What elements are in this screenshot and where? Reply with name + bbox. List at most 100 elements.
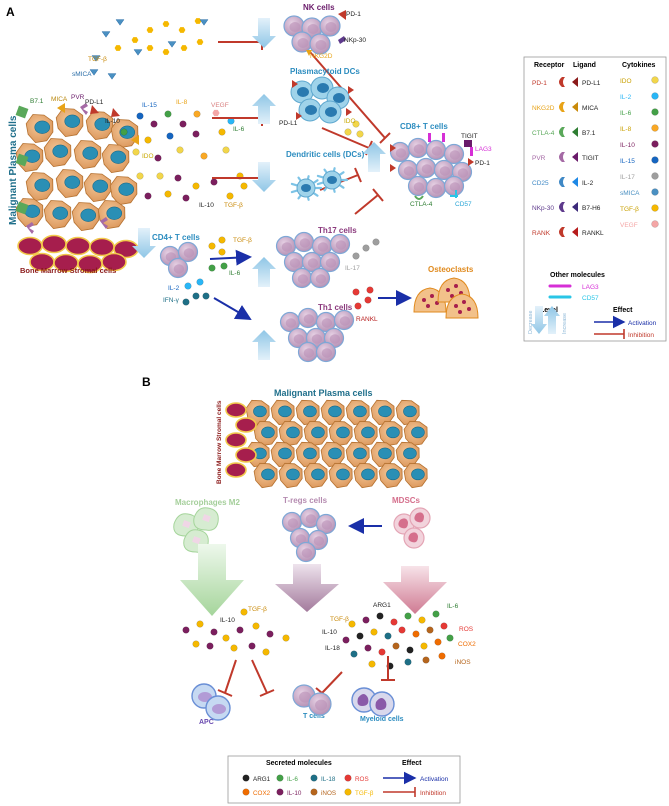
molecule-dot xyxy=(418,616,426,624)
plasma-nucleus xyxy=(403,405,417,418)
molecule-dot xyxy=(192,292,200,300)
molecule-dot xyxy=(218,128,226,136)
osteoclast-nucleus xyxy=(430,294,434,298)
stromal-cell xyxy=(65,236,91,256)
b-cox2-label: COX2 xyxy=(458,641,476,648)
plasma-nucleus xyxy=(378,447,392,460)
legend-receptor-6: RANK xyxy=(532,230,551,237)
b-il10b-label: IL-10 xyxy=(322,629,337,636)
plasma-nucleus xyxy=(311,426,325,439)
molecule-dot xyxy=(370,628,378,636)
smica-triangle xyxy=(91,55,101,62)
legend-a-cytokines-header: Cytokines xyxy=(622,62,656,69)
cytokine-hex xyxy=(114,45,122,51)
plasma-nucleus xyxy=(34,178,51,192)
a-level-arrows xyxy=(132,18,386,360)
pdc-pdl1-label: PD-L1 xyxy=(279,120,298,127)
molecule-dot xyxy=(350,650,358,658)
plasma-nucleus xyxy=(403,447,417,460)
legend-cytokine-7: sMICA xyxy=(620,190,640,197)
molecule-dot xyxy=(174,174,182,182)
legend-activation-label: Activation xyxy=(628,320,657,327)
plasma-nucleus xyxy=(80,208,97,222)
b-inos-label: iNOS xyxy=(455,659,471,666)
lymphocyte-nucleus xyxy=(295,534,307,544)
mdsc-nucleus xyxy=(398,518,408,529)
dc-cluster xyxy=(290,167,349,201)
a-pvr-label: PVR xyxy=(71,94,85,101)
lymphocyte-nucleus xyxy=(431,146,443,156)
molecule-dot xyxy=(240,608,248,616)
molecule-dot xyxy=(196,278,204,286)
molecule-dot xyxy=(226,192,234,200)
molecule-dot xyxy=(651,204,659,212)
lymphocyte-nucleus xyxy=(457,168,469,178)
lymphocyte-nucleus xyxy=(403,166,415,176)
molecule-dot xyxy=(276,788,284,796)
legend-receptor-shape-4 xyxy=(559,177,565,187)
apc-nucleus xyxy=(212,704,226,714)
pdc-nucleus xyxy=(317,83,329,93)
molecule-dot xyxy=(344,788,352,796)
molecule-dot xyxy=(432,610,440,618)
legend-receptor-shape-1 xyxy=(559,102,565,112)
legend-receptor-shape-6 xyxy=(559,227,565,237)
cd4-activation-arrows xyxy=(209,249,252,321)
cd8-pd1 xyxy=(390,144,396,152)
pdc-nucleus xyxy=(333,93,345,103)
osteoclast-nucleus xyxy=(454,284,458,288)
th17-increase-arrow xyxy=(252,257,276,287)
plasma-nucleus xyxy=(411,468,425,481)
dc-title: Dendritic cells (DCs) xyxy=(286,150,365,159)
legend-cytokine-2: IL-6 xyxy=(620,110,632,117)
osteo-title: Osteoclasts xyxy=(428,265,474,274)
pdc-title: Plasmacytoid DCs xyxy=(290,67,360,76)
lymphocyte-nucleus xyxy=(303,348,315,358)
cd4-tgfb-label: TGF-β xyxy=(233,237,252,244)
b-target-cells xyxy=(191,683,395,721)
mdsc-nucleus xyxy=(408,532,418,543)
b-il10-label: IL-10 xyxy=(220,617,235,624)
plasma-nucleus xyxy=(386,468,400,481)
stromal-cell xyxy=(235,417,257,433)
legend-b-item-6: iNOS xyxy=(321,790,336,797)
molecule-dot xyxy=(230,644,238,652)
molecule-dot xyxy=(266,630,274,638)
stromal-cell xyxy=(101,252,127,272)
legend-receptor-5: NKp-30 xyxy=(532,205,554,212)
smica-triangle xyxy=(115,19,125,26)
cd8-ctla4 xyxy=(414,195,424,200)
pdc-pdl1 xyxy=(348,86,354,94)
legend-b-item-4: COX2 xyxy=(253,790,271,797)
macrophage-inclusion xyxy=(192,536,201,545)
a-smica-label: sMICA xyxy=(72,71,92,78)
legend-receptor-2: CTLA-4 xyxy=(532,130,555,137)
panel-b-letter: B xyxy=(142,375,151,389)
molecule-dot xyxy=(164,190,172,198)
plasma-nucleus xyxy=(328,405,342,418)
molecule-dot xyxy=(390,618,398,626)
molecule-dot xyxy=(182,298,190,306)
nk-nkp30-receptor xyxy=(338,36,346,44)
lymphocyte-nucleus xyxy=(297,274,309,284)
cd8-ctla4-label: CTLA-4 xyxy=(410,201,433,208)
a-il8-label: IL-8 xyxy=(176,99,188,106)
molecule-dot xyxy=(651,156,659,164)
molecule-dot xyxy=(242,774,250,782)
legend-receptor-4: CD25 xyxy=(532,180,549,187)
legend-a-cytokine-list: IDOIL-2IL-6IL-8IL-10IL-15IL-17sMICATGF-β… xyxy=(620,76,659,229)
lymphocyte-nucleus xyxy=(315,40,327,50)
pdc-nucleus xyxy=(305,105,317,115)
pdc-pdl1 xyxy=(296,112,302,120)
legend-a-effect-title: Effect xyxy=(613,307,633,314)
plasma-nucleus xyxy=(92,179,109,193)
th1-cluster xyxy=(279,307,355,363)
molecule-dot xyxy=(364,296,372,304)
lymphocyte-nucleus xyxy=(305,514,317,524)
b71-ligand xyxy=(15,201,29,215)
molecule-dot xyxy=(262,648,270,656)
nk-pd1-receptor xyxy=(338,10,346,20)
legend-ligand-shape-5 xyxy=(572,202,578,212)
cd8-increase-arrow xyxy=(362,142,386,172)
